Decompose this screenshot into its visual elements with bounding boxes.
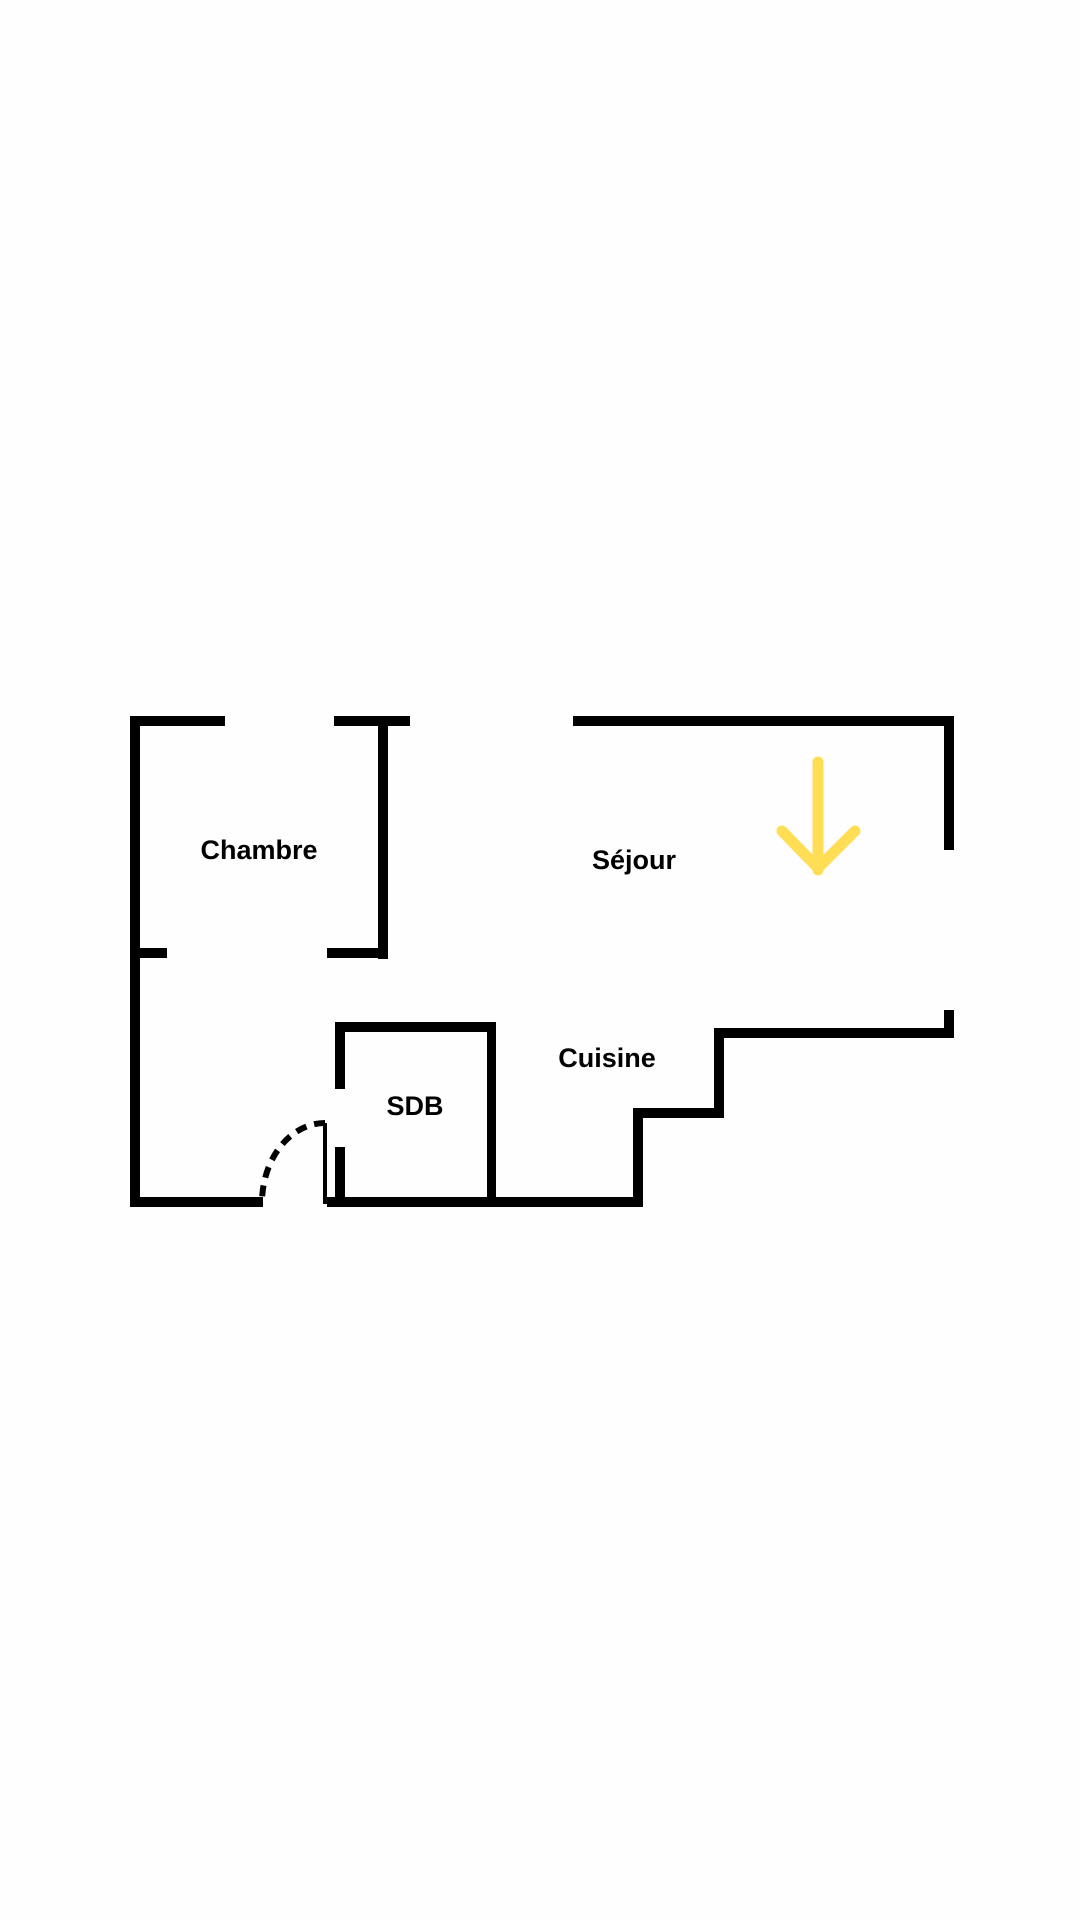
wall-sdb-right [487, 1022, 496, 1207]
arrow-down-icon [776, 756, 861, 876]
wall-top-left [130, 716, 225, 726]
room-label-sdb: SDB [386, 1091, 443, 1121]
wall-kitchen-top [714, 1028, 954, 1038]
wall-sdb-left-lower [335, 1147, 345, 1207]
wall-chambre-bottom [327, 948, 388, 958]
door-leaf [323, 1123, 327, 1204]
room-label-chambre: Chambre [200, 835, 317, 865]
door-swing-arc [259, 1120, 326, 1204]
wall-kitchen-step-horizontal [633, 1108, 724, 1118]
wall-left [130, 716, 140, 1207]
wall-top-middle [334, 716, 410, 726]
room-label-cuisine: Cuisine [558, 1043, 656, 1073]
wall-bottom-right [327, 1197, 643, 1207]
room-label-sejour: Séjour [592, 845, 677, 875]
wall-top-right [573, 716, 954, 726]
walls [130, 716, 954, 1207]
wall-kitchen-step-vertical-1 [714, 1028, 724, 1118]
wall-right-upper [944, 716, 954, 850]
wall-chambre-right [378, 716, 388, 959]
wall-sdb-top [335, 1022, 496, 1032]
wall-kitchen-step-vertical-2 [633, 1108, 643, 1207]
entrance-door [259, 1120, 327, 1204]
wall-bottom-left [130, 1197, 263, 1207]
wall-sdb-left-upper [335, 1022, 345, 1089]
wall-left-stub [130, 948, 167, 958]
wall-right-lower-stub [944, 1010, 954, 1038]
